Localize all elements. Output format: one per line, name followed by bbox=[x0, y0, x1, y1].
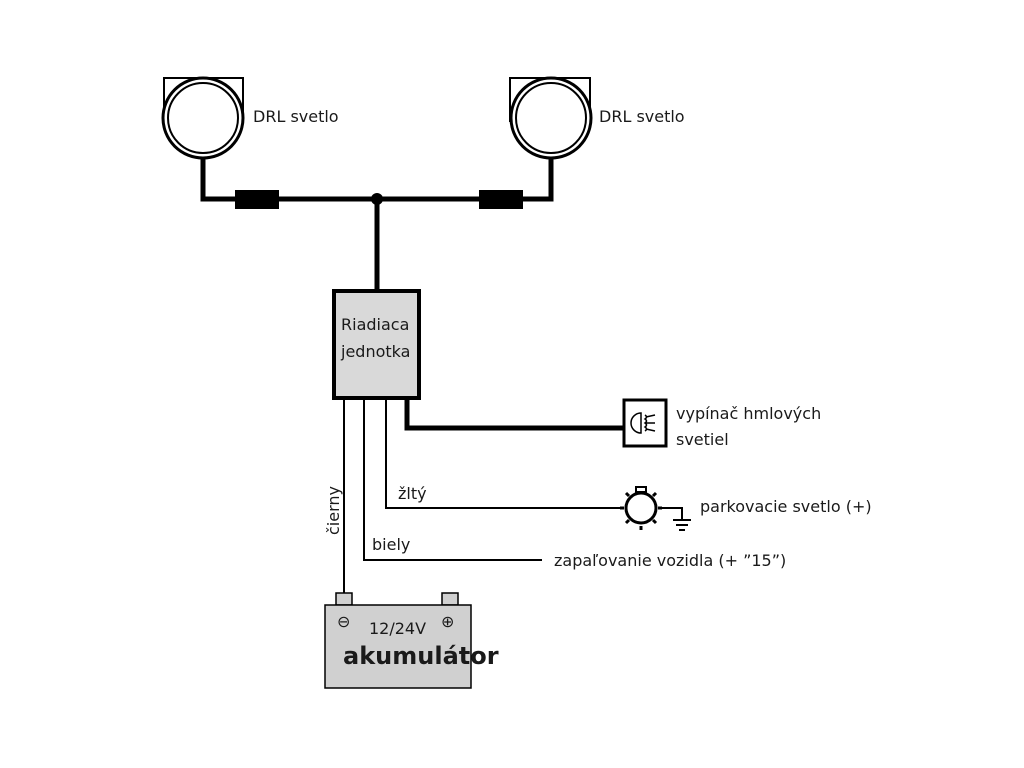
fog-light-icon bbox=[630, 412, 656, 434]
battery-voltage-label: 12/24V bbox=[369, 619, 426, 638]
drl-right-label: DRL svetlo bbox=[599, 107, 685, 126]
battery-body bbox=[324, 604, 472, 689]
battery-neg-symbol: ⊖ bbox=[337, 612, 350, 631]
black-wire-label: čierny bbox=[324, 486, 343, 535]
battery-neg-terminal bbox=[335, 592, 353, 606]
yellow-wire-label: žltý bbox=[398, 484, 427, 503]
lamp-inner-ring-right bbox=[515, 82, 587, 154]
parking-light-label: parkovacie svetlo (+) bbox=[700, 497, 872, 516]
control-unit-label-line1: Riadiaca bbox=[341, 315, 409, 334]
drl-lamp-left bbox=[161, 76, 245, 160]
battery-pos-terminal bbox=[441, 592, 459, 606]
connector-right bbox=[479, 190, 523, 209]
control-unit-label-line2: jednotka bbox=[340, 342, 410, 361]
white-wire bbox=[363, 398, 542, 561]
battery-pos-symbol: ⊕ bbox=[441, 612, 454, 631]
yellow-wire bbox=[385, 398, 622, 509]
connector-left bbox=[235, 190, 279, 209]
ground-icon bbox=[662, 507, 691, 531]
ignition-label: zapaľovanie vozidla (+ ”15”) bbox=[554, 551, 786, 570]
fog-switch-wire bbox=[404, 398, 624, 431]
battery bbox=[324, 592, 472, 689]
fog-switch-label-line2: svetiel bbox=[676, 430, 729, 449]
white-wire-label: biely bbox=[372, 535, 410, 554]
fog-switch-label-line1: vypínač hmlových bbox=[676, 404, 821, 423]
drl-lamp-right bbox=[509, 76, 593, 160]
drl-left-label: DRL svetlo bbox=[253, 107, 339, 126]
control-unit-box bbox=[332, 289, 421, 400]
battery-name-label: akumulátor bbox=[343, 642, 499, 670]
lamp-inner-ring-left bbox=[167, 82, 239, 154]
parking-light-icon bbox=[620, 486, 662, 530]
